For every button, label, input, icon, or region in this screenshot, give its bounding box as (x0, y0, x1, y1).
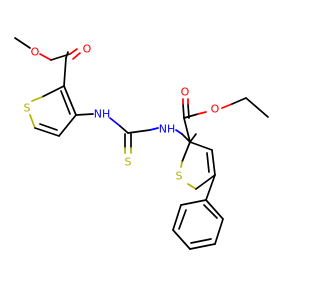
bond-ome-c (39, 53, 52, 61)
bond-ph-2 (172, 204, 182, 231)
bond-lt-5b (60, 90, 71, 115)
molecule-canvas: O O S NH S NH O O S (14, 37, 269, 250)
bond-ph-6b (203, 204, 218, 219)
bond-lt-4 (58, 114, 77, 137)
bond-ph-3 (172, 229, 191, 250)
bond-oet-1 (221, 103, 233, 109)
bond-rt-3 (211, 149, 216, 176)
bond-ester-co-single-o (197, 111, 207, 115)
bond-lt-s1 (31, 96, 43, 102)
bond-lt-s2 (29, 114, 36, 129)
bond-ph-5 (214, 218, 224, 245)
atom-nh-left: NH (94, 108, 111, 121)
bond-rt-4 (189, 141, 213, 151)
bond-ph-4b (190, 238, 212, 244)
bond-ester-co-2 (187, 103, 190, 119)
atom-o-methyl-single: O (31, 46, 40, 59)
bond-rt-4b (189, 133, 197, 143)
bond-c-nh-right2 (149, 127, 159, 131)
bond-co-2 (72, 52, 81, 60)
bond-ester-co-single (183, 113, 199, 119)
bond-c-nh-left (75, 113, 94, 116)
bond-c-ring-left (63, 57, 67, 87)
bond-lt-3 (34, 127, 60, 137)
bond-ph-6 (205, 199, 224, 220)
bond-lt-1 (41, 85, 65, 98)
bond-lt-5 (63, 85, 77, 116)
atom-o-ethyl-single: O (211, 103, 220, 116)
atom-s-thiourea: S (125, 156, 132, 169)
bond-ring-phenyl (205, 174, 216, 201)
bond-rt-s2 (187, 183, 197, 190)
bond-c-ester-right (183, 117, 191, 143)
bond-lt-3b (39, 123, 58, 131)
bond-ester-co-1 (182, 103, 185, 119)
atom-s-left-thiophene: S (24, 102, 31, 115)
bond-nh-c (109, 117, 121, 127)
bond-rt-1 (181, 141, 191, 163)
bond-nh-c2 (119, 125, 129, 134)
bond-ethyl-1 (231, 97, 247, 105)
bond-co-1 (69, 48, 78, 55)
bond-ethyl-2 (245, 97, 269, 118)
atom-o-methyl-double: O (83, 43, 92, 56)
bond-c-nh-right (127, 129, 151, 134)
atom-s-right-thiophene: S (176, 170, 183, 183)
bond-ph-4 (189, 243, 216, 250)
atom-o-ethyl-double: O (181, 86, 190, 99)
bond-ph-1 (180, 199, 207, 206)
atom-nh-right: NH (159, 123, 176, 136)
molecule-structure: O O S NH S NH O O S (14, 37, 269, 250)
bond-ph-2b (178, 209, 187, 230)
bond-ester-c1b (65, 51, 69, 59)
bond-nh-ring (175, 129, 183, 135)
bond-methyl (14, 37, 31, 49)
bond-nh-ring2 (181, 133, 191, 143)
bond-rt-3b (206, 152, 210, 173)
bond-rt-2 (195, 174, 216, 190)
bond-rt-s1 (180, 161, 183, 168)
